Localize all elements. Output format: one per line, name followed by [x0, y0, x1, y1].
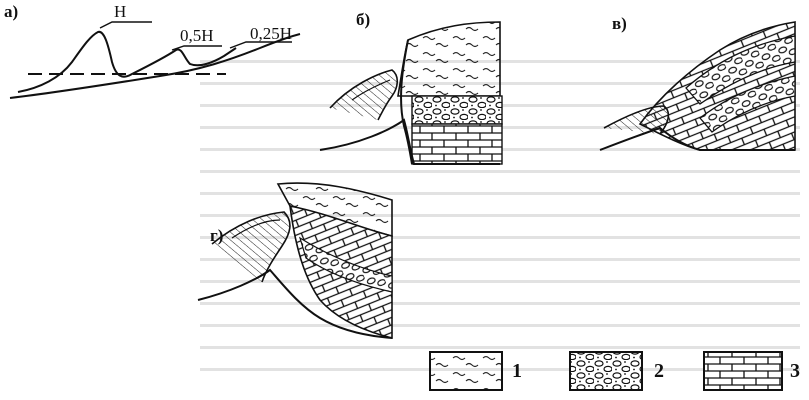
- legend-num-3: 3: [790, 360, 800, 382]
- panel-b-label: б): [356, 10, 371, 29]
- mark-h: H: [114, 2, 127, 21]
- legend-swatch-water: [429, 351, 503, 391]
- legend-num-2: 2: [654, 360, 664, 382]
- mark-half-h: 0,5H: [180, 26, 214, 45]
- mark-quarter-h: 0,25H: [250, 24, 293, 43]
- legend-swatch-pebbles: [569, 351, 643, 391]
- legend-swatch-bricks: [703, 351, 783, 391]
- panel-g-label: г): [210, 226, 224, 245]
- panel-v-drawing: [599, 21, 796, 151]
- legend-num-1: 1: [512, 360, 522, 382]
- panel-a-label: а): [4, 2, 19, 21]
- panel-v-label: в): [612, 14, 627, 33]
- panel-a-drawing: [9, 21, 301, 99]
- panel-b-drawing: [319, 21, 503, 165]
- panel-g-drawing: [197, 182, 393, 340]
